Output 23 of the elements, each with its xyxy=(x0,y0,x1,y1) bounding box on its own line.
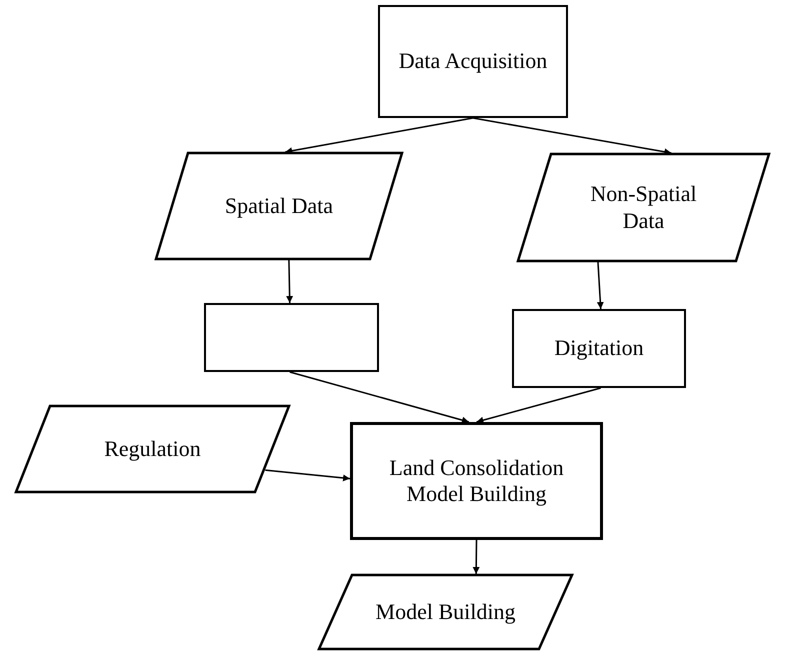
process-box xyxy=(378,5,568,118)
process-box xyxy=(204,303,379,372)
data-parallelogram xyxy=(517,153,770,262)
data-parallelogram xyxy=(155,152,403,260)
arrow xyxy=(265,469,350,482)
data-parallelogram xyxy=(15,405,290,493)
node-label: Regulation xyxy=(104,436,201,462)
node-label: Model Building xyxy=(376,598,516,626)
data-parallelogram xyxy=(318,574,573,650)
arrow xyxy=(285,117,474,154)
arrow xyxy=(290,371,470,424)
node-label: Data Acquisition xyxy=(398,48,548,75)
node-label: Spatial Data xyxy=(224,192,334,220)
arrow xyxy=(472,540,480,574)
arrow xyxy=(596,262,604,310)
arrow xyxy=(476,387,601,424)
node-label: Digitation xyxy=(554,335,644,362)
process-box xyxy=(512,309,686,388)
node-label: Land Consolidation Model Building xyxy=(388,454,565,508)
process-box xyxy=(350,422,603,540)
node-label: Non-Spatial Data xyxy=(589,181,698,234)
arrow xyxy=(472,117,672,156)
arrow xyxy=(286,260,294,304)
